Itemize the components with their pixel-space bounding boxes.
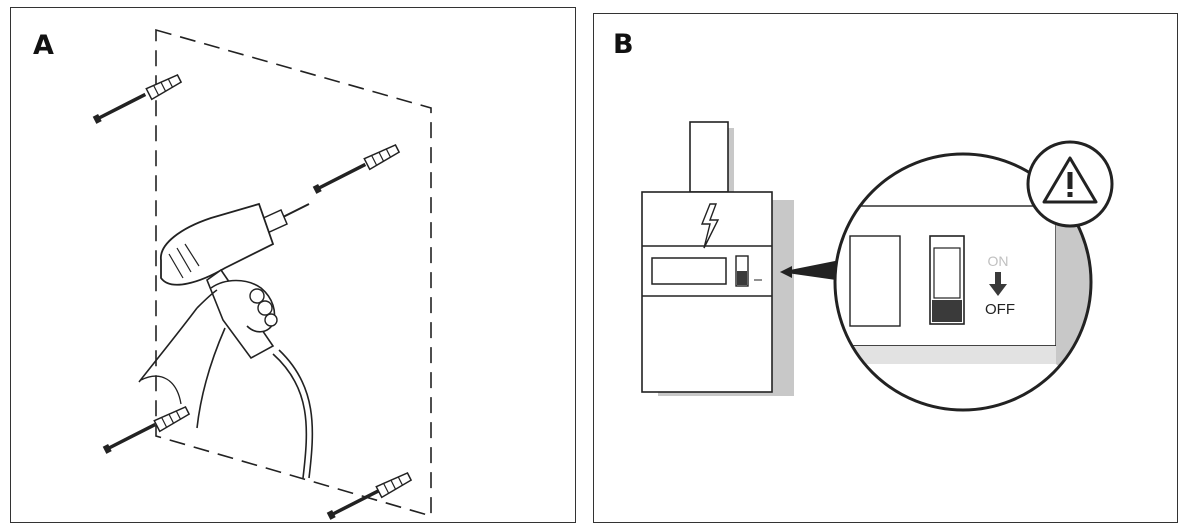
arrow-down-icon [989, 272, 1007, 296]
hand-icon [138, 279, 278, 429]
wall-plug-icon [375, 472, 413, 499]
screw-icon [102, 422, 157, 454]
panel-a-label: A [33, 30, 54, 61]
arrow-icon [780, 258, 850, 282]
panel-b-power-off: B [593, 13, 1178, 523]
warning-icon [1026, 140, 1114, 228]
screw-icon [92, 92, 147, 124]
wall-plug-icon [145, 74, 183, 101]
lightning-icon [700, 203, 720, 249]
panel-b-label: B [613, 29, 634, 60]
wall-plug-icon [153, 406, 191, 433]
switch-on-label: ON [988, 253, 1009, 269]
screw-icon [326, 488, 381, 520]
panel-a-illustration [92, 28, 432, 520]
switch-off-label: OFF [985, 301, 1015, 318]
wall-plug-icon [363, 144, 401, 171]
consumer-unit [641, 121, 794, 396]
panel-a-drill-wall: A [10, 7, 576, 523]
panel-b-illustration: ON OFF [641, 121, 1114, 412]
drill-icon [160, 202, 314, 479]
wall-outline [155, 28, 432, 518]
screw-icon [312, 162, 367, 194]
